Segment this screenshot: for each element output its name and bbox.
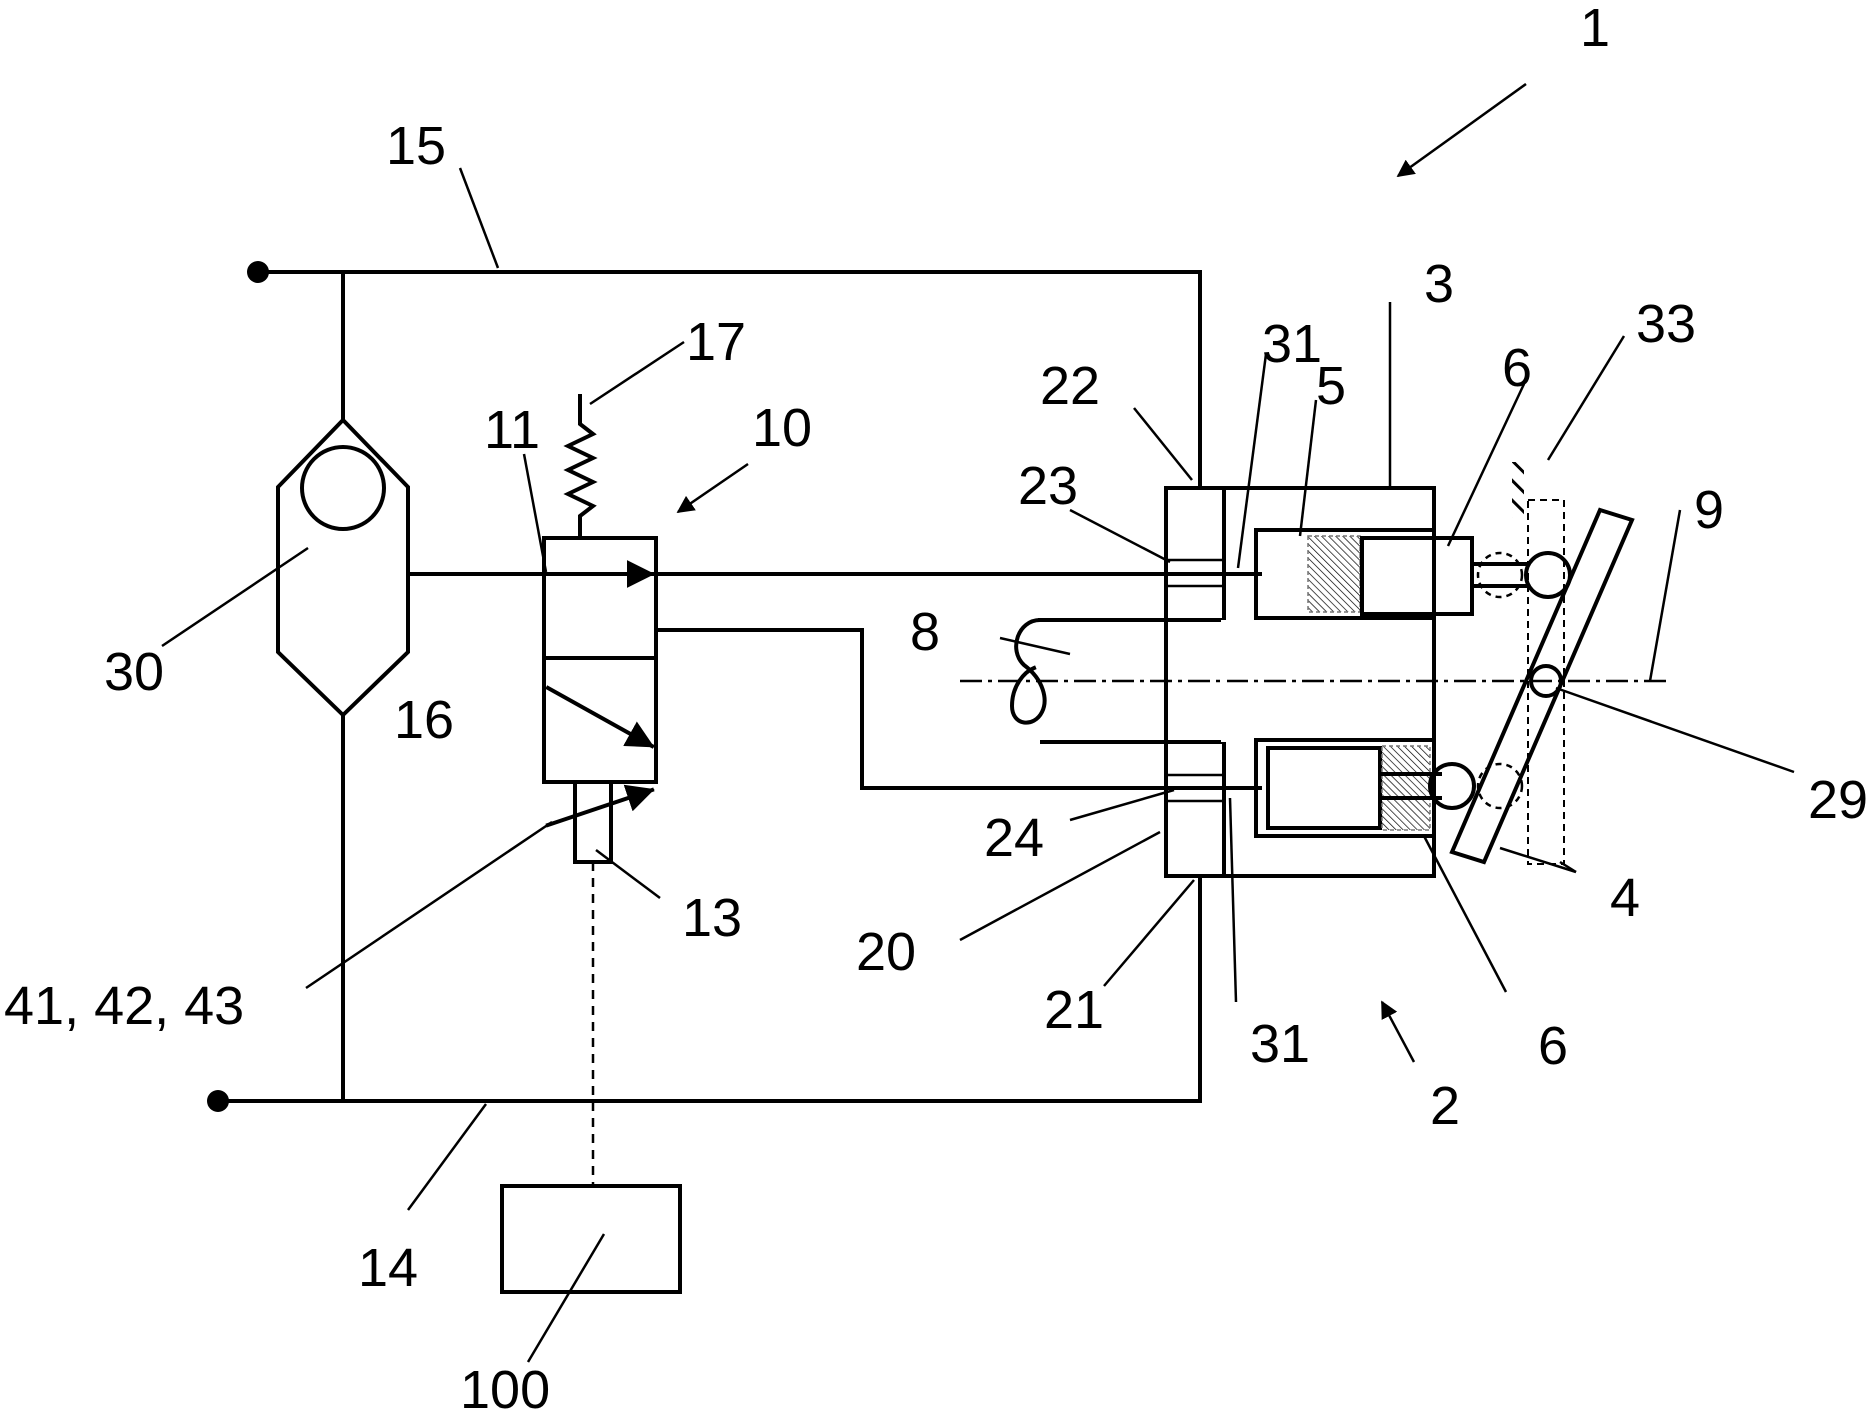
label-31-top: 31: [1262, 314, 1322, 374]
label-2: 2: [1430, 1076, 1460, 1136]
label-17: 17: [686, 312, 746, 372]
label-29: 29: [1808, 770, 1868, 830]
label-31-bottom: 31: [1250, 1014, 1310, 1074]
label-33: 33: [1636, 294, 1696, 354]
label-20: 20: [856, 922, 916, 982]
label-6-top: 6: [1502, 338, 1532, 398]
label-1: 1: [1580, 0, 1610, 58]
label-13: 13: [682, 888, 742, 948]
control-unit-100: [502, 1186, 680, 1292]
label-8: 8: [910, 602, 940, 662]
label-6-bottom: 6: [1538, 1016, 1568, 1076]
label-41-42-43: 41, 42, 43: [4, 976, 244, 1036]
label-15: 15: [386, 116, 446, 176]
label-21: 21: [1044, 980, 1104, 1040]
label-30: 30: [104, 642, 164, 702]
pump-30: [278, 272, 544, 1101]
label-9: 9: [1694, 480, 1724, 540]
label-14: 14: [358, 1238, 418, 1298]
label-5: 5: [1316, 356, 1346, 416]
swash-plate-4: [1452, 462, 1632, 864]
label-22: 22: [1040, 356, 1100, 416]
reference-numerals: 1 15 17 10 11 16 30 13 41, 42, 43 14 100…: [4, 0, 1868, 1414]
label-10: 10: [752, 398, 812, 458]
label-23: 23: [1018, 456, 1078, 516]
label-3: 3: [1424, 254, 1454, 314]
lower-piston-6: [1256, 740, 1522, 836]
label-4: 4: [1610, 868, 1640, 928]
label-24: 24: [984, 808, 1044, 868]
label-16: 16: [394, 690, 454, 750]
label-100: 100: [460, 1360, 550, 1414]
valve-10: [544, 396, 656, 862]
upper-piston-6: [1256, 530, 1570, 618]
label-11: 11: [484, 400, 540, 460]
